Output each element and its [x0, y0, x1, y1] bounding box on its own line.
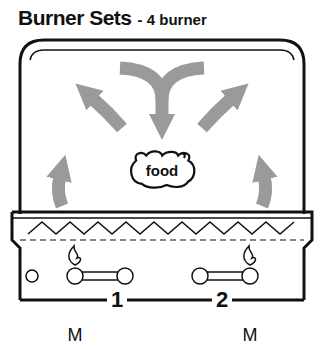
food-label: food [146, 162, 178, 179]
burner-mark: M [68, 326, 83, 346]
title: Burner Sets [18, 6, 132, 29]
cooking-grid [20, 239, 304, 240]
burner-mark: M [243, 326, 258, 346]
callout-number: 2 [212, 288, 232, 312]
subtitle: - 4 burner [138, 12, 207, 29]
callout-number: 1 [107, 288, 127, 312]
radiant-grate [28, 222, 294, 234]
base-line [20, 299, 304, 302]
lid-bevel [30, 50, 294, 60]
burner-tubes [67, 268, 258, 284]
food-item: food [126, 147, 198, 190]
grill-lid [20, 40, 304, 214]
grate-rail [12, 217, 312, 219]
heat-arrows [58, 68, 265, 206]
firebox [12, 212, 312, 300]
flames [69, 246, 256, 265]
ignitor [26, 270, 38, 282]
